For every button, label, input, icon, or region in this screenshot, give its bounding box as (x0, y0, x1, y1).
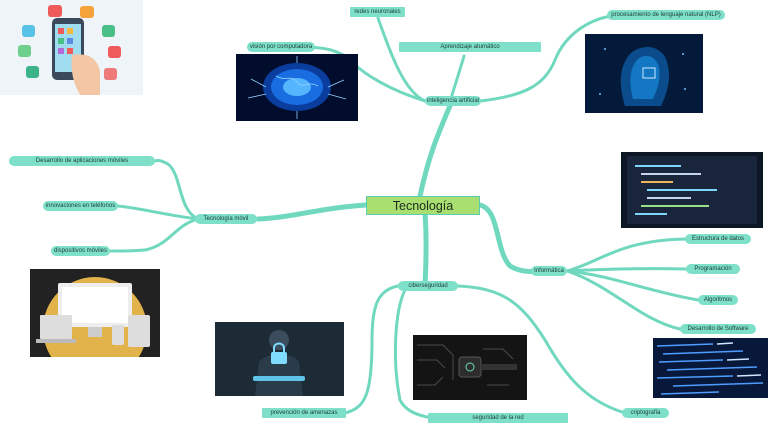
node-desarrollo-apps-moviles[interactable]: Desarrollo de aplicaciones móviles (9, 156, 155, 166)
node-redes-neuronales[interactable]: redes neuronales (350, 7, 405, 17)
node-criptografia[interactable]: criptografía (622, 408, 669, 418)
node-algoritmos[interactable]: Algoritmos (698, 295, 738, 305)
node-tecnologia-movil[interactable]: Tecnología móvil (195, 214, 257, 224)
root-topic[interactable]: Tecnología (366, 196, 480, 215)
node-nlp[interactable]: procesamiento de lenguaje natural (NLP) (607, 10, 725, 20)
node-aprendizaje-automatico[interactable]: Aprendizaje atumático (399, 42, 541, 52)
node-dispositivos-moviles[interactable]: dispositivos móviles (51, 246, 110, 256)
devices-image (30, 269, 160, 357)
node-estructura-datos[interactable]: Estructura de datos (685, 234, 751, 244)
code-screen-image (621, 152, 763, 228)
ai-brain-image (236, 54, 358, 121)
node-prevencion-amenazas[interactable]: prevención de amenazas (262, 408, 346, 418)
node-desarrollo-software[interactable]: Desarrollo de Software (680, 324, 756, 334)
node-inteligencia-artificial[interactable]: inteligencia artificial (425, 96, 481, 106)
node-vision-por-computadora[interactable]: visión por computadora (247, 42, 315, 52)
binary-code-image (653, 338, 768, 398)
node-innovaciones-telefonos[interactable]: innovaciones en teléfonos (43, 201, 118, 211)
network-key-image (413, 335, 527, 400)
node-seguridad-red[interactable]: seguridad de la red (428, 413, 568, 423)
ai-face-image (585, 34, 703, 113)
node-informatica[interactable]: Informática (531, 266, 567, 276)
node-programacion[interactable]: Programación (686, 264, 740, 274)
lock-image (215, 322, 344, 396)
phone-apps-image (0, 0, 143, 95)
node-ciberseguridad[interactable]: ciberseguridad (398, 281, 458, 291)
